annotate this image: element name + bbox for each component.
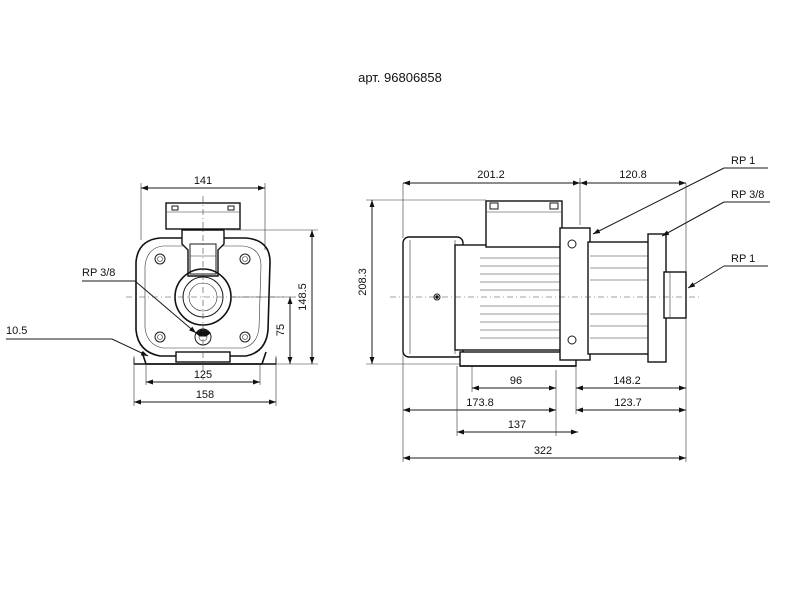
dim-322: 322: [534, 445, 552, 457]
front-label-rp-3-8: RP 3/8: [82, 267, 115, 279]
dim-173-8: 173.8: [466, 397, 494, 409]
dim-75: 75: [275, 324, 287, 336]
side-view: 201.2 120.8 208.3 96 148.2 173.8 123.7 1…: [357, 155, 770, 462]
side-base: [459, 351, 577, 367]
dim-208-3: 208.3: [357, 268, 369, 296]
label-rp-1-outlet: RP 1: [731, 155, 755, 167]
dim-137: 137: [508, 419, 526, 431]
motor-body: [454, 244, 571, 351]
dim-148-2: 148.2: [613, 375, 641, 387]
dim-148-5: 148.5: [297, 283, 309, 311]
label-rp-1-inlet: RP 1: [731, 253, 755, 265]
front-view: 141 148.5 75 125 158 RP 3/8 10.5: [6, 175, 318, 406]
dim-123-7: 123.7: [614, 397, 642, 409]
article-title: арт. 96806858: [358, 70, 442, 85]
dim-120-8: 120.8: [619, 169, 647, 181]
dim-201-2: 201.2: [477, 169, 505, 181]
pump-head: [559, 227, 591, 361]
terminal-box: [485, 200, 563, 248]
dim-141: 141: [194, 175, 212, 187]
dim-158: 158: [196, 389, 214, 401]
inlet-port: [663, 271, 687, 319]
front-pump-housing: [135, 237, 271, 357]
pump-flange: [647, 233, 667, 363]
dim-96: 96: [510, 375, 522, 387]
front-label-10-5: 10.5: [6, 325, 27, 337]
label-rp-3-8-drain: RP 3/8: [731, 189, 764, 201]
dim-125: 125: [194, 369, 212, 381]
